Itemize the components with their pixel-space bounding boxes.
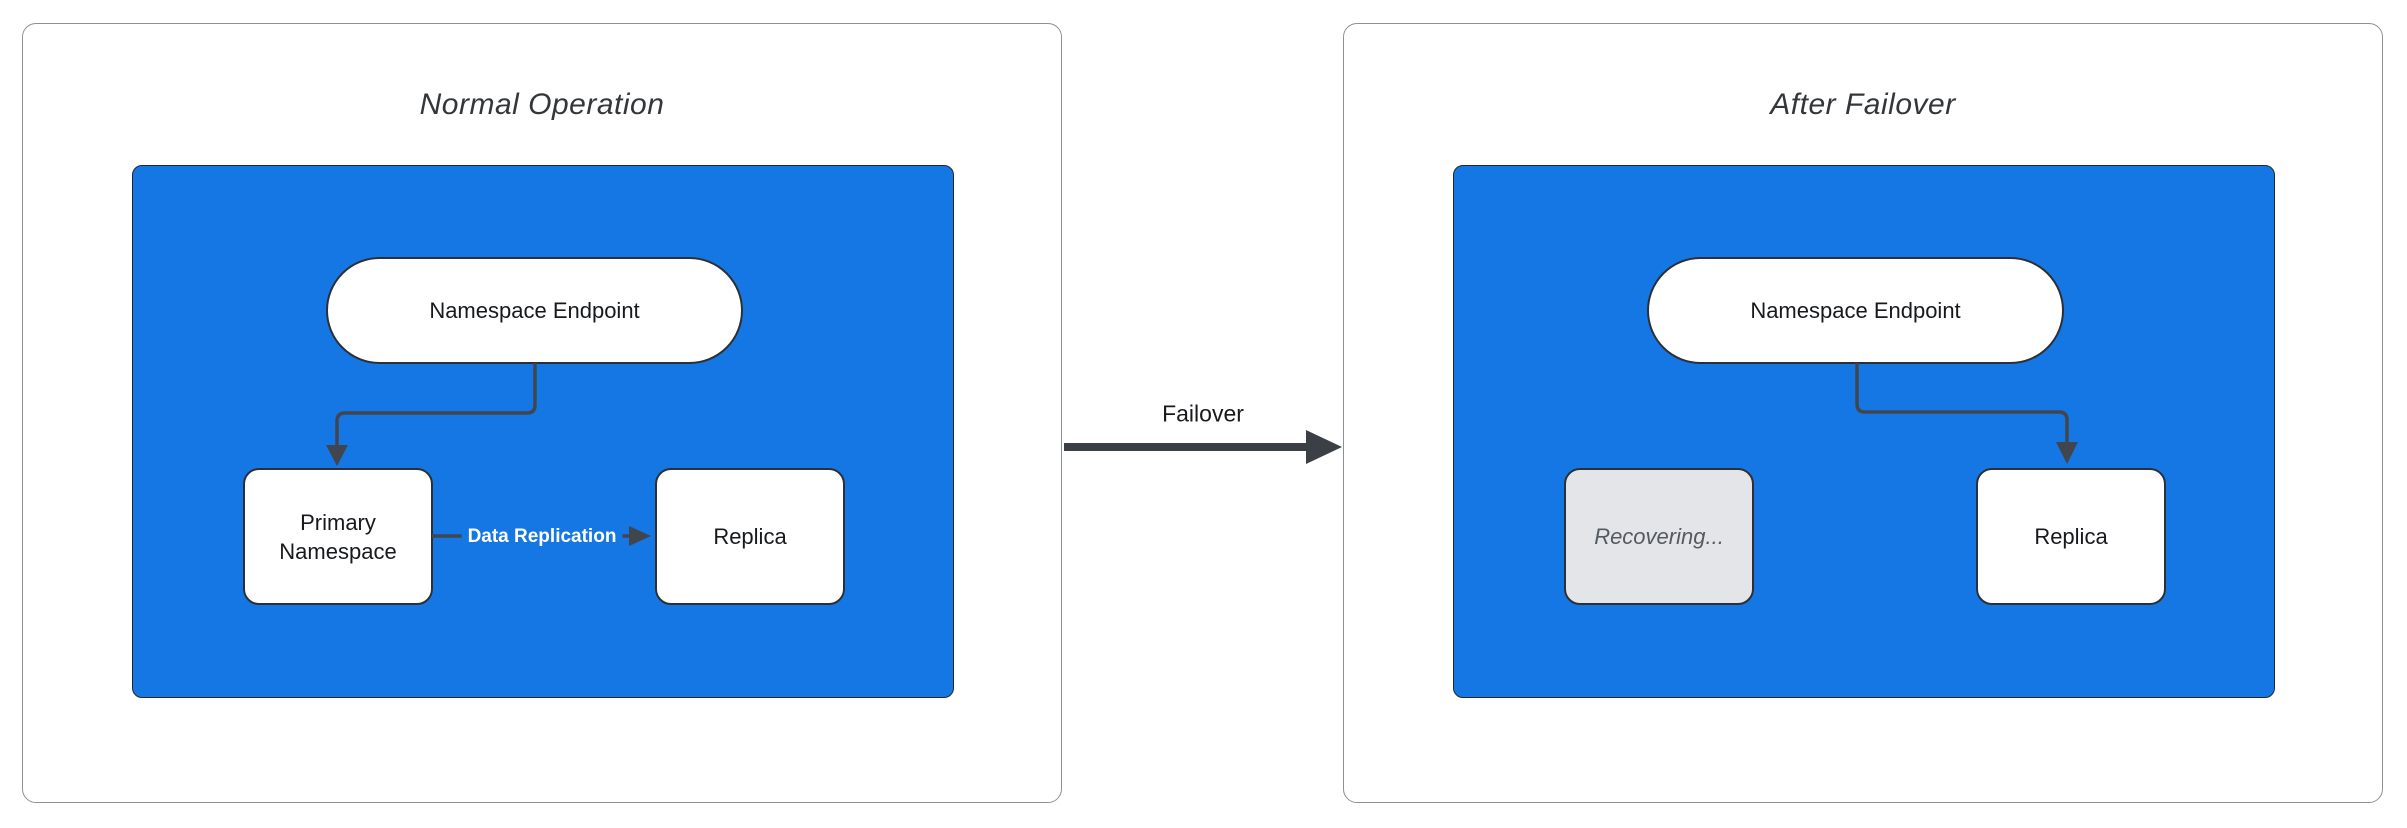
namespace-endpoint-node: Namespace Endpoint [326,257,743,364]
panel-title-normal-operation: Normal Operation [419,88,665,121]
data-replication-label: Data Replication [461,524,623,550]
failover-arrowhead [1306,430,1342,464]
replica-label-failover: Replica [2034,524,2108,549]
panel-normal-operation: Normal Operation Namespace Endpoint Prim… [22,23,1062,803]
failover-label: Failover [1158,400,1248,428]
namespace-endpoint-label-failover: Namespace Endpoint [1750,298,1961,323]
namespace-endpoint-label: Namespace Endpoint [429,298,640,323]
namespace-container-failover: Namespace Endpoint Recovering... Replica [1453,165,2275,698]
replica-node-normal: Replica [655,468,845,605]
panel-title-after-failover: After Failover [1770,88,1956,121]
panel-after-failover: After Failover Namespace Endpoint Recove… [1343,23,2383,803]
recovering-node: Recovering... [1564,468,1754,605]
namespace-container-normal: Namespace Endpoint Primary Namespace Rep… [132,165,954,698]
recovering-label: Recovering... [1594,524,1724,549]
replica-node-failover: Replica [1976,468,2166,605]
namespace-endpoint-node-failover: Namespace Endpoint [1647,257,2064,364]
primary-namespace-label: Primary Namespace [279,509,397,564]
primary-namespace-node: Primary Namespace [243,468,433,605]
replica-label-normal: Replica [713,524,787,549]
